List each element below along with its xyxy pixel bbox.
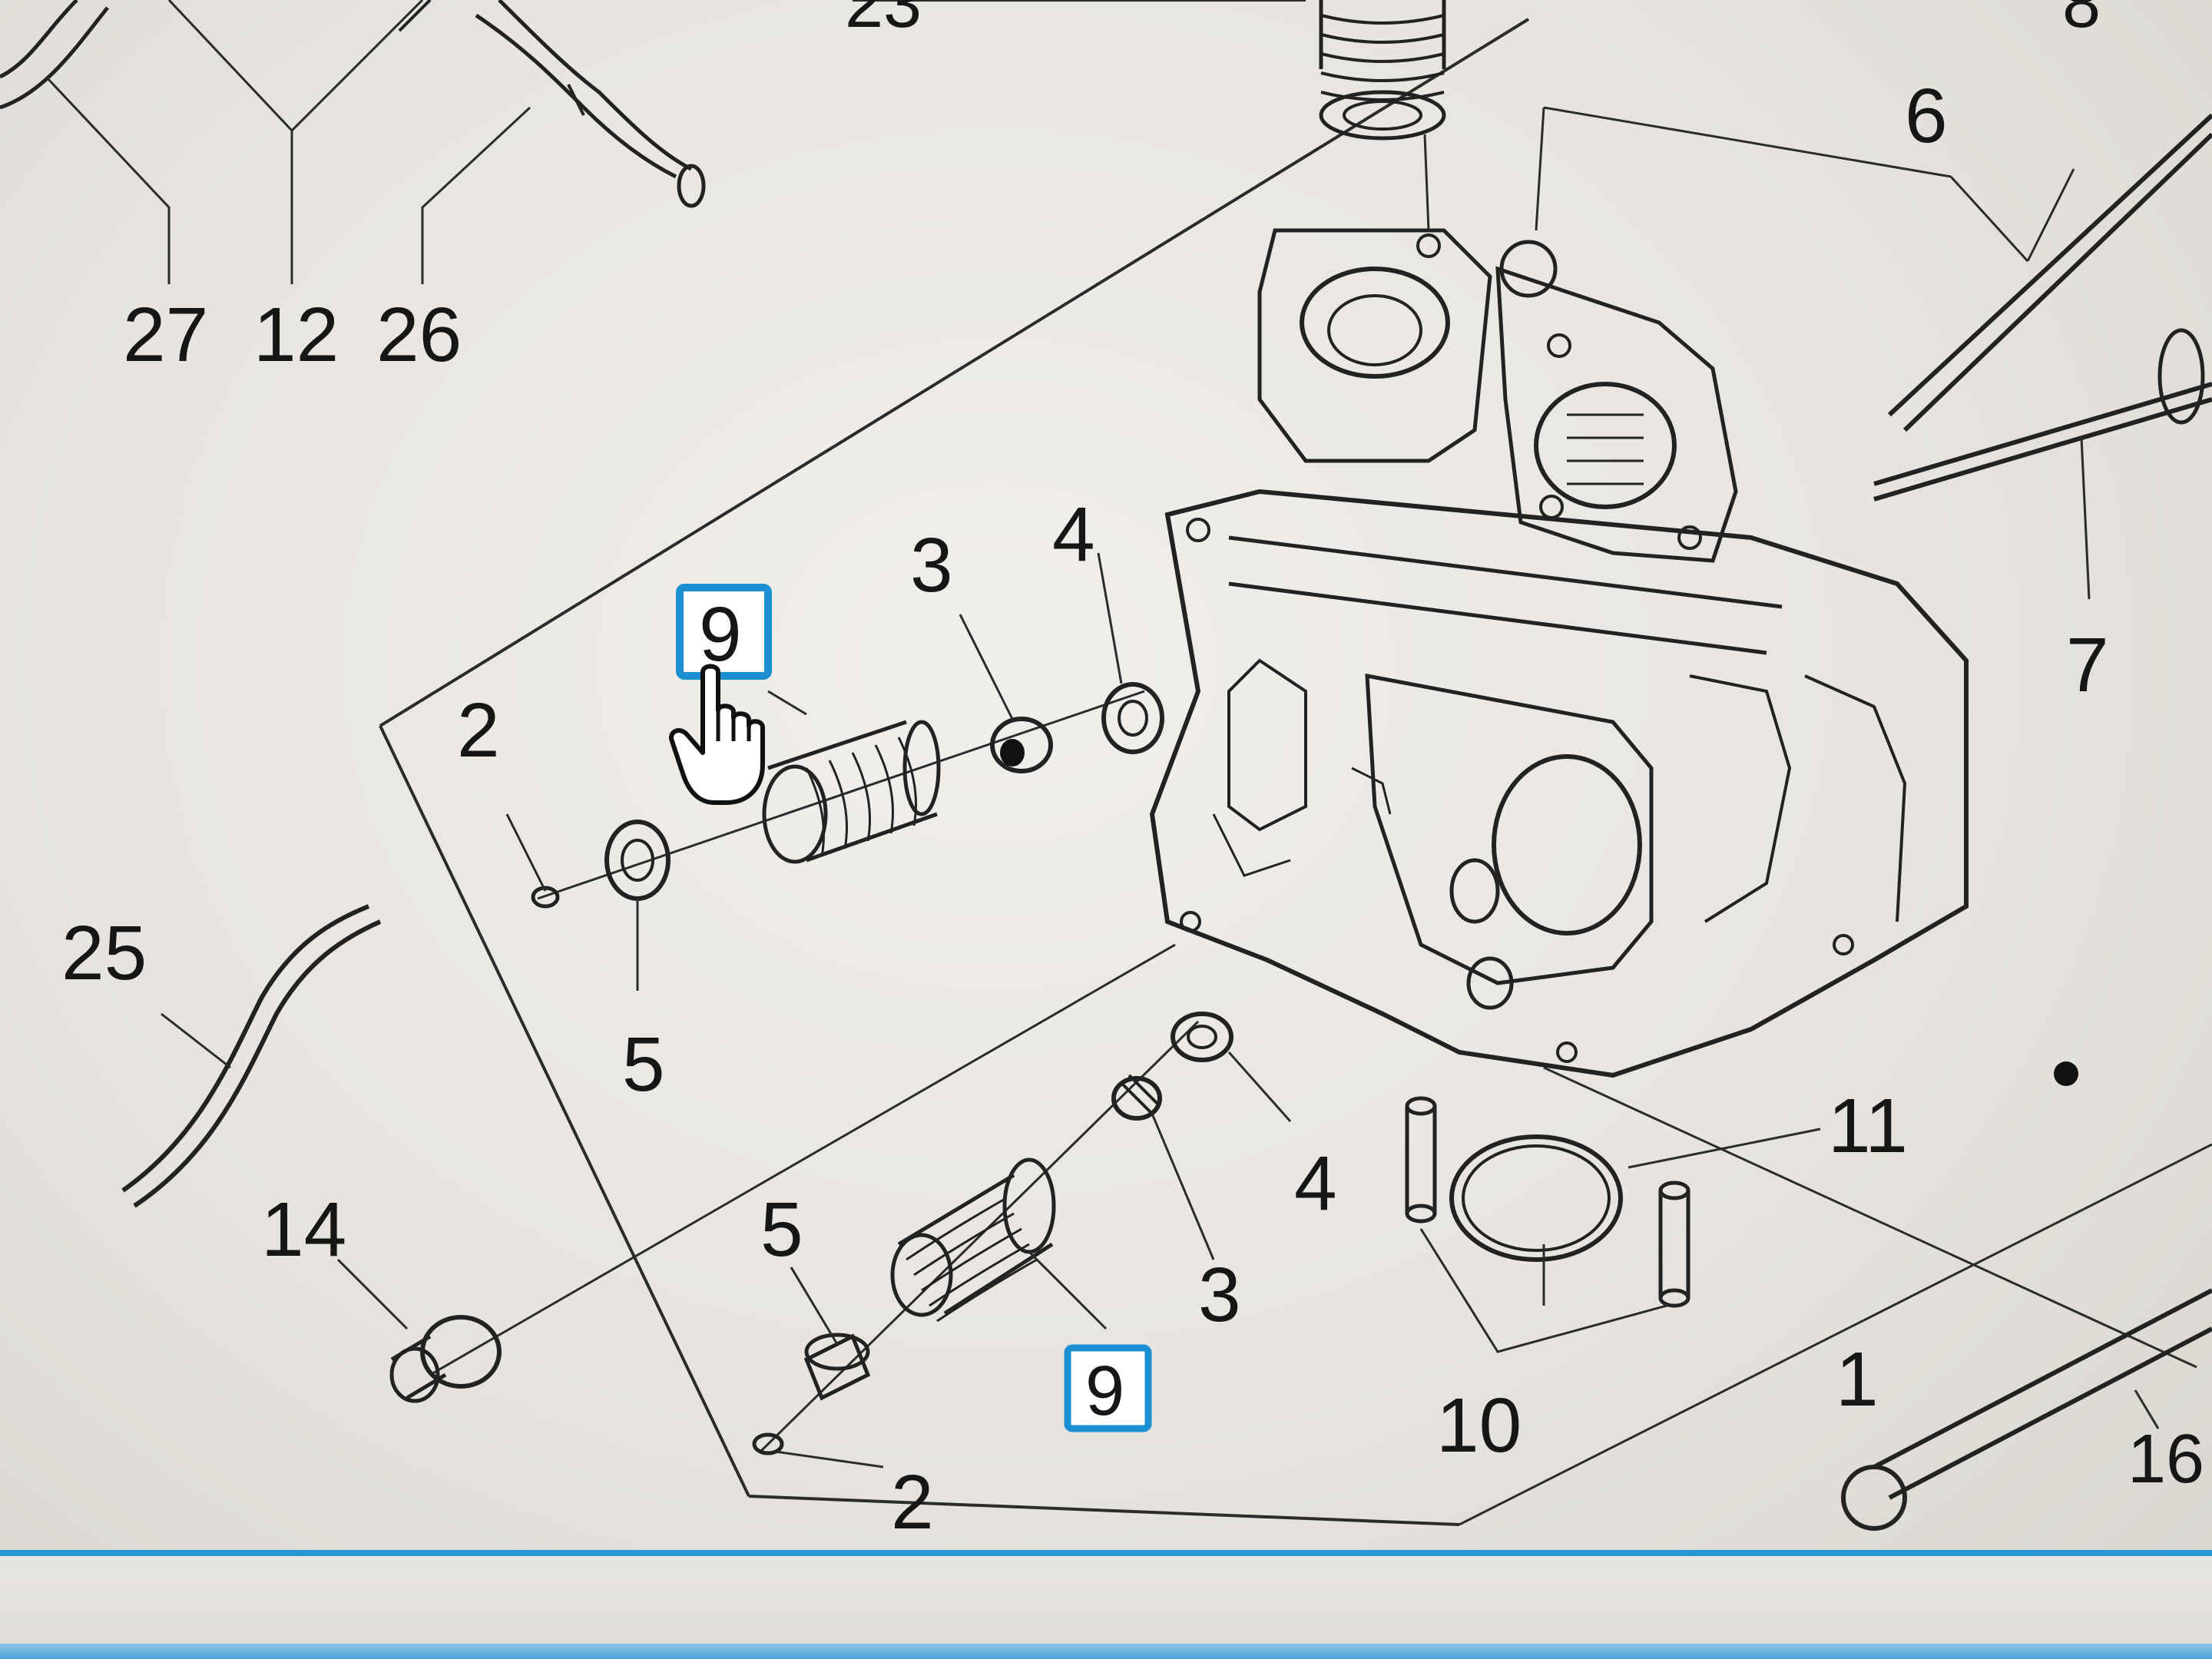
highlighted-callout-9-lower[interactable]: 9 [1064, 1344, 1152, 1432]
valve-spring-top [853, 0, 1446, 231]
callout-23[interactable]: 23 [845, 0, 922, 42]
valve-train-upper [505, 552, 1164, 991]
cylinder-head [1149, 228, 1969, 1078]
callout-labels: 27 12 26 23 8 6 7 2 3 4 5 25 14 5 4 3 2 … [61, 0, 2204, 1545]
assembly-frame-lines [379, 18, 2212, 1526]
dowels-and-gasket [1405, 1061, 2078, 1353]
callout-8[interactable]: 8 [2062, 0, 2101, 42]
screen-bottom-band [0, 1550, 2212, 1659]
callout-7[interactable]: 7 [2066, 622, 2109, 708]
callout-2-upper[interactable]: 2 [457, 687, 500, 773]
callout-3-lower[interactable]: 3 [1198, 1252, 1241, 1338]
callout-9-upper[interactable]: 9 [699, 591, 742, 677]
callout-26[interactable]: 26 [376, 292, 462, 378]
callout-6[interactable]: 6 [1905, 73, 1948, 159]
callout-3-upper[interactable]: 3 [910, 522, 953, 608]
callout-5-lower[interactable]: 5 [760, 1187, 803, 1273]
callout-16[interactable]: 16 [2128, 1421, 2204, 1498]
valve-train-lower [752, 1012, 1292, 1469]
callout-10[interactable]: 10 [1436, 1382, 1522, 1469]
highlighted-callout-9-upper[interactable]: 9 [676, 584, 772, 680]
callout-27[interactable]: 27 [123, 292, 208, 378]
callout-14[interactable]: 14 [261, 1187, 346, 1273]
callout-4-lower[interactable]: 4 [1294, 1141, 1337, 1227]
callout-1[interactable]: 1 [1836, 1336, 1879, 1422]
callout-12[interactable]: 12 [253, 292, 339, 378]
callout-4-upper[interactable]: 4 [1052, 492, 1095, 578]
breather-hose-and-plug [121, 904, 502, 1403]
callout-2-lower[interactable]: 2 [891, 1459, 934, 1545]
hand-pointer-icon [669, 664, 765, 805]
callout-25[interactable]: 25 [61, 910, 147, 996]
footer-status-strip [0, 1644, 2212, 1659]
callout-9-lower[interactable]: 9 [1085, 1352, 1124, 1430]
footer-separator-line [0, 1550, 2212, 1556]
head-bolt [1841, 1288, 2212, 1531]
hose-assembly-top-left [0, 0, 706, 284]
callout-11[interactable]: 11 [1828, 1083, 1908, 1169]
pushrods-right [1535, 106, 2212, 600]
callout-5-upper[interactable]: 5 [622, 1022, 665, 1108]
